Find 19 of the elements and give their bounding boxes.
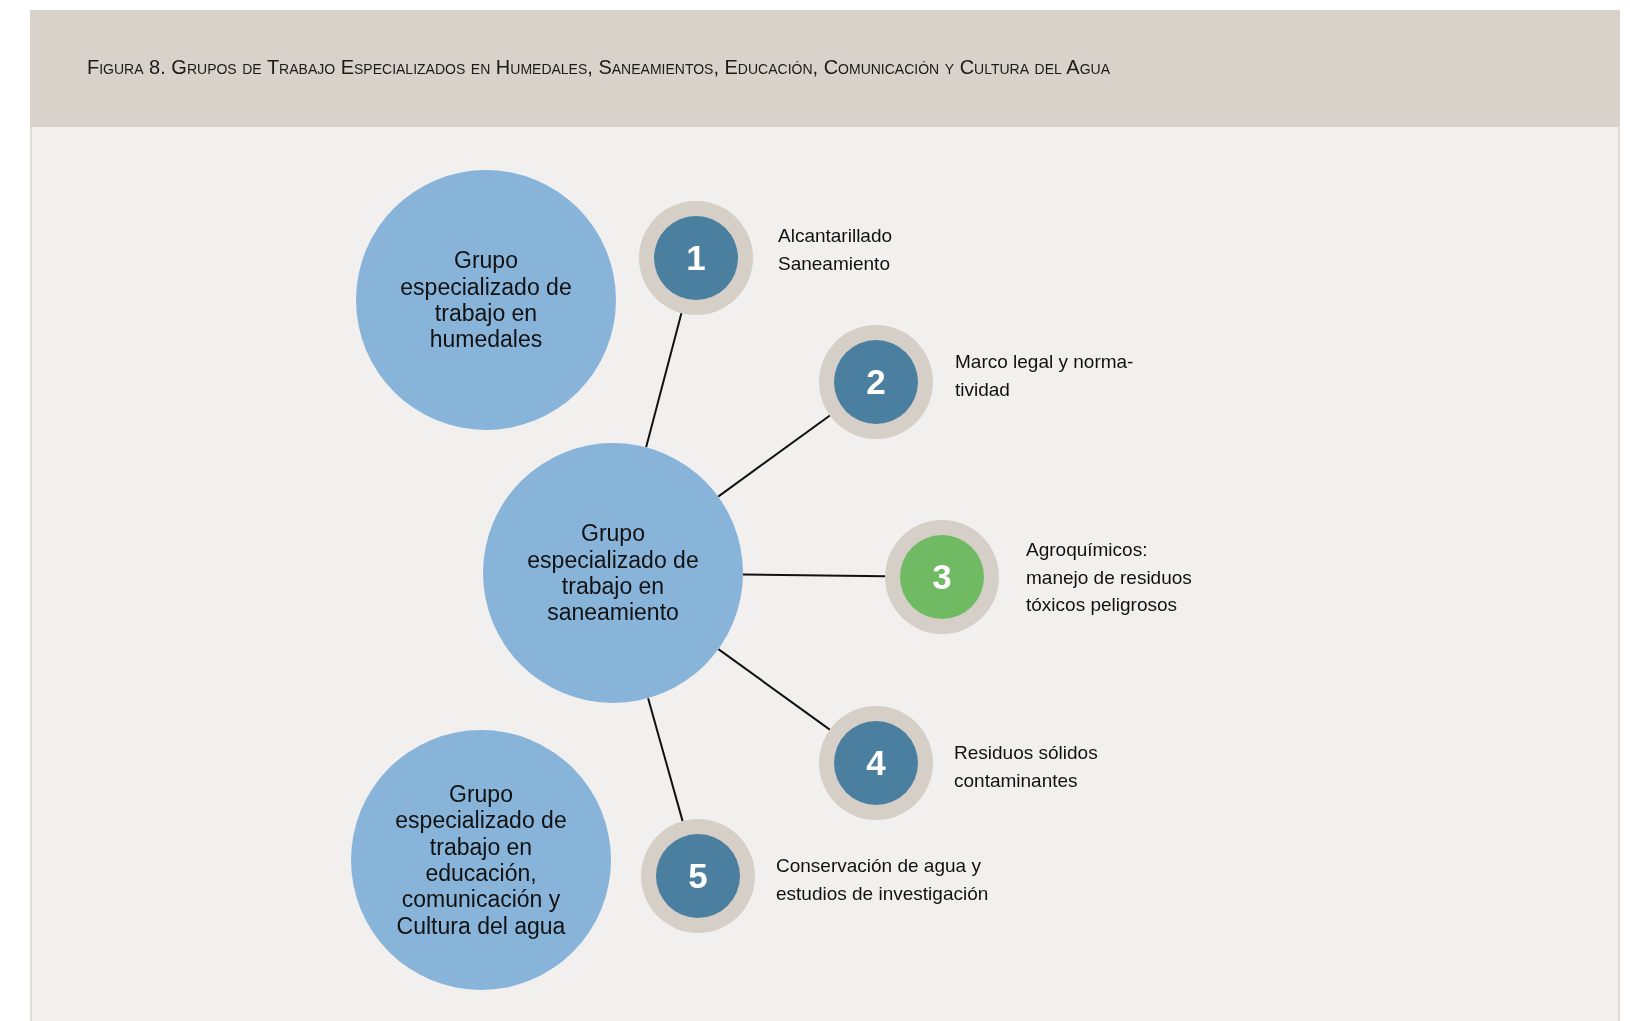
topic-label: Agroquímicos: manejo de residuos tóxicos peligrosos [1026,538,1193,618]
topic-label: Residuos sólidos contaminantes [954,741,1099,793]
connector-line [717,648,831,731]
connector-line [717,414,831,498]
connector-line [645,312,683,449]
number-badge: 5 [656,834,740,918]
number-badge: 3 [900,535,984,619]
number-badge: 4 [834,721,918,805]
figure-title: Figura 8. Grupos de Trabajo Especializados en Humedales, Saneamientos, Educación, Comunicación y Cultura del Agua [87,56,1110,79]
connector-line [742,573,886,578]
group-label: Grupo especializado de trabajo en educación, comunicación y Cultura del agua [394,780,568,940]
number-badge: 1 [654,216,738,300]
topic-label: Marco legal y norma- tividad [955,350,1135,402]
number-badge: 2 [834,340,918,424]
group-label: Grupo especializado de trabajo en saneamiento [526,520,700,626]
group-label: Grupo especializado de trabajo en humedales [399,247,573,353]
connector-line [647,697,684,823]
topic-label: Alcantarillado Saneamiento [778,224,894,276]
topic-label: Conservación de agua y estudios de investigación [776,854,990,906]
